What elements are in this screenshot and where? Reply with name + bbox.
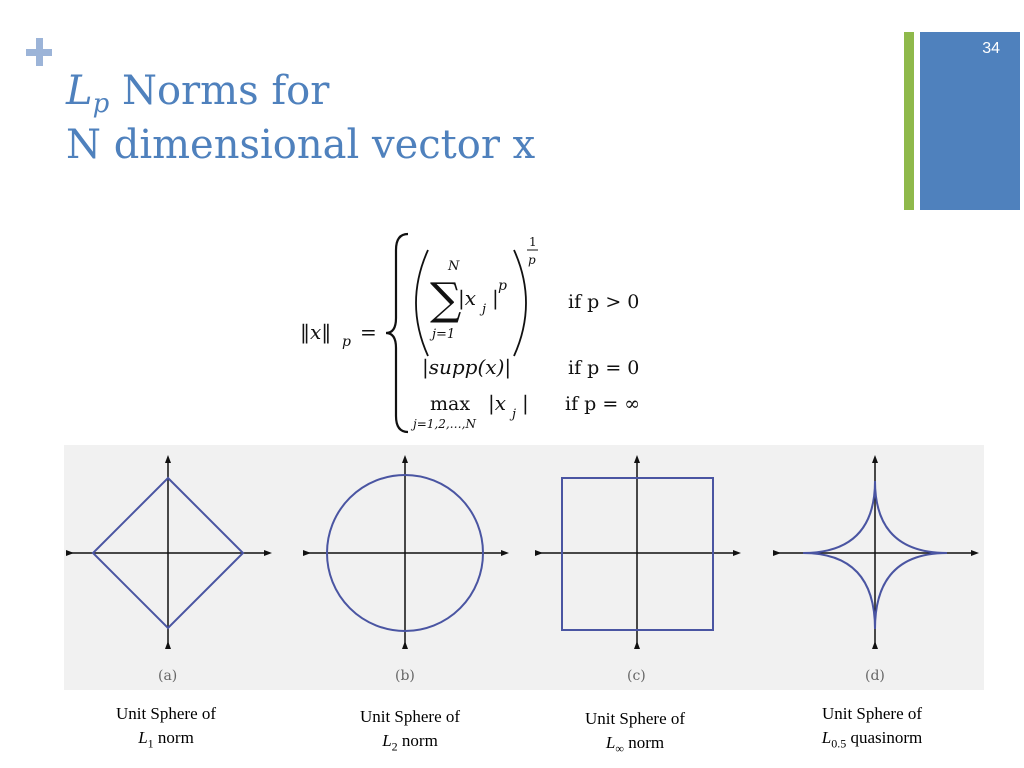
case3-operator: max — [430, 393, 470, 415]
title-norm-symbol: Lp — [66, 68, 110, 119]
unit-sphere-l05 — [802, 480, 948, 630]
case1-term-close: | — [492, 286, 499, 311]
case1-left-paren — [415, 249, 429, 357]
caption-l2-line2: L2 norm — [320, 729, 500, 758]
caption-l1-line1: Unit Sphere of — [115, 704, 217, 723]
caption-l05-symbol: L0.5 — [821, 728, 847, 751]
case3-operator-subscript: j=1,2,…,N — [410, 417, 476, 431]
case1-term: |x — [458, 286, 476, 311]
caption-l05-line1: Unit Sphere of — [821, 704, 923, 723]
case1-term-power: p — [498, 278, 507, 294]
figure-b-l2-circle: (b) — [303, 455, 509, 684]
case1-outer-power-numerator: 1 — [529, 235, 537, 249]
case1-right-paren — [513, 249, 527, 357]
formula-lhs-subscript: p — [342, 334, 351, 350]
case1-sum-symbol: ∑ — [430, 274, 461, 325]
caption-l2-symbol: L2 — [382, 731, 398, 754]
case3-condition: if p = ∞ — [565, 393, 640, 415]
title-line-2: N dimensional vector x — [66, 122, 536, 168]
unit-sphere-l2 — [326, 474, 484, 632]
caption-l1-line2: L1 norm — [76, 726, 256, 755]
figure-b-letter: (b) — [395, 668, 415, 684]
caption-linf: Unit Sphere of L∞ norm — [545, 707, 725, 760]
caption-l1: Unit Sphere of L1 norm — [76, 702, 256, 755]
lp-norm-formula: ‖x‖ p = N ∑ j=1 |x j | p 1 p if p > 0 |s… — [300, 232, 640, 434]
case3-term-subscript: j — [509, 407, 516, 422]
page-number: 34 — [982, 40, 1000, 57]
caption-linf-line1: Unit Sphere of — [584, 709, 686, 728]
formula-equals: = — [360, 320, 377, 344]
caption-l05: Unit Sphere of L0.5 quasinorm — [782, 702, 962, 755]
plus-icon — [26, 38, 56, 68]
accent-box-blue — [920, 32, 1020, 210]
case1-term-subscript: j — [479, 302, 486, 317]
case1-sum-lower: j=1 — [429, 327, 455, 342]
title-line-1: Lp Norms for — [66, 64, 535, 118]
figure-d-l05-astroid: (d) — [773, 455, 979, 684]
figure-strip — [64, 445, 984, 690]
figure-d-letter: (d) — [865, 668, 885, 684]
caption-l05-line2: L0.5 quasinorm — [782, 726, 962, 755]
formula-lhs: ‖x‖ — [300, 320, 331, 345]
case3-term: |x — [488, 391, 506, 416]
unit-sphere-linf — [561, 477, 714, 631]
caption-l2-line1: Unit Sphere of — [359, 707, 461, 726]
unit-sphere-l1 — [91, 476, 245, 630]
caption-l2-suffix: norm — [397, 731, 438, 750]
caption-l1-symbol: L1 — [138, 728, 154, 751]
figure-c-letter: (c) — [627, 668, 646, 684]
slide-title: Lp Norms for N dimensional vector x — [66, 64, 535, 172]
figure-c-linf-square: (c) — [535, 455, 741, 684]
caption-l2: Unit Sphere of L2 norm — [320, 705, 500, 758]
case1-condition: if p > 0 — [568, 291, 639, 313]
figure-a-letter: (a) — [158, 668, 177, 684]
caption-l1-suffix: norm — [153, 728, 194, 747]
caption-linf-line2: L∞ norm — [545, 731, 725, 760]
title-line-1-text: Norms for — [121, 68, 330, 114]
formula-brace — [385, 232, 409, 434]
caption-linf-symbol: L∞ — [605, 733, 624, 756]
case2-expression: |supp(x)| — [422, 355, 511, 380]
case3-term-close: | — [522, 391, 529, 416]
case2-condition: if p = 0 — [568, 357, 639, 379]
case1-outer-power-denominator: p — [528, 253, 536, 267]
case1-sum-upper: N — [447, 259, 460, 274]
caption-l05-suffix: quasinorm — [846, 728, 923, 747]
accent-bar-green — [904, 32, 914, 210]
caption-linf-suffix: norm — [623, 733, 665, 752]
figure-a-l1-diamond: (a) — [66, 455, 272, 684]
